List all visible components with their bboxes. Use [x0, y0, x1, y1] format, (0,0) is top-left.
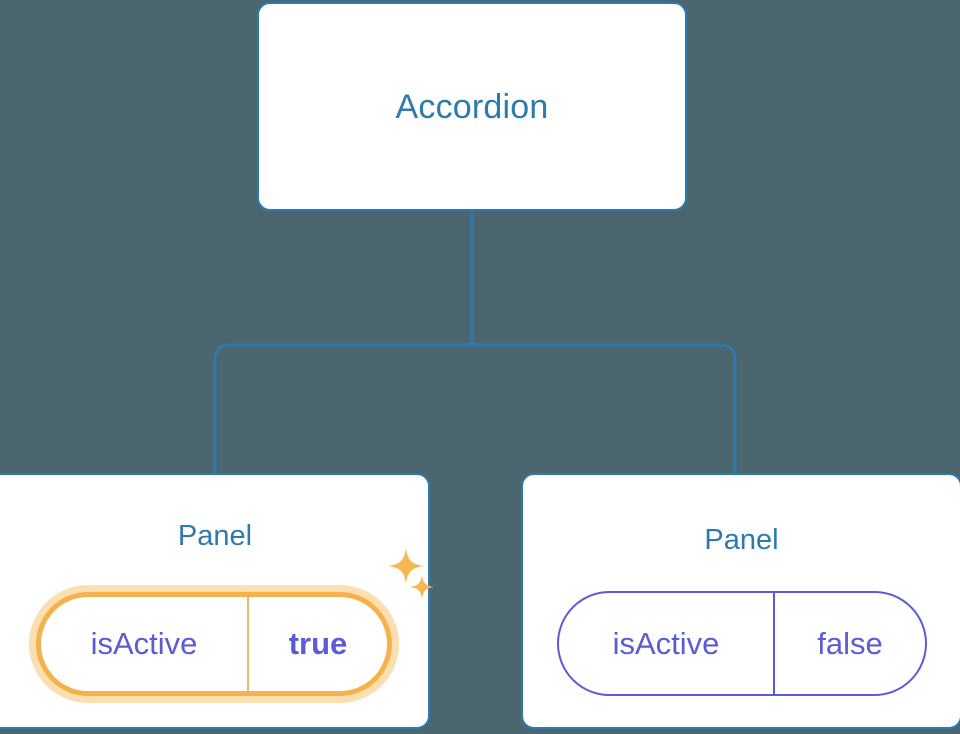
prop-key: isActive [559, 593, 775, 694]
sparkle-icon-small [410, 575, 434, 599]
node-title: Accordion [395, 87, 549, 126]
tree-node-panel-active[interactable]: Panel isActive true [0, 473, 430, 729]
prop-value: true [288, 626, 348, 661]
connector-branch-bar [213, 343, 737, 473]
tree-node-accordion[interactable]: Accordion [257, 2, 687, 211]
node-title: Panel [177, 520, 253, 552]
prop-pill-isactive-true[interactable]: isActive true [36, 592, 392, 696]
prop-value: false [817, 625, 883, 661]
sparkle-icon-large [388, 548, 424, 584]
prop-key: isActive [41, 597, 249, 691]
node-title: Panel [704, 524, 779, 556]
panel-body: Panel isActive true [0, 475, 428, 727]
prop-pill-isactive-false[interactable]: isActive false [557, 591, 927, 696]
tree-node-panel-inactive[interactable]: Panel isActive false [521, 473, 960, 729]
panel-body: Panel isActive false [523, 475, 960, 727]
